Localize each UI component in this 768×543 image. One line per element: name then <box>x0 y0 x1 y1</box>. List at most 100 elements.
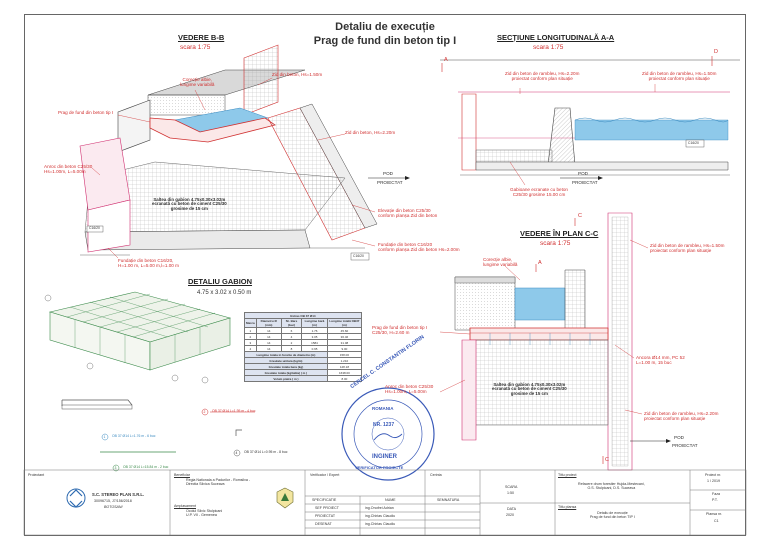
tb-proiect-nr: 1 / 2019 <box>707 479 720 483</box>
stamp-ing: INGINER <box>372 454 398 460</box>
section-aa-title: SECȚIUNE LONGITUDINALĂ A-A <box>497 33 615 42</box>
view-bb-artwork <box>79 44 410 261</box>
note-aa-zid-right: Zid din beton de rambleu, Hs=1.50m proie… <box>642 71 717 81</box>
page-title-line2: Prag de fund din beton tip I <box>313 35 457 47</box>
tb-scara-value: 1:50 <box>507 491 514 495</box>
table-cell: 8.00 <box>326 375 363 382</box>
c1620-label-bb-right: C16/20 <box>353 254 364 258</box>
tb-beneficiar-label: Beneficiar <box>174 473 190 477</box>
note-aa-gabion: Gabioane ecranate cu beton C25/30 grosim… <box>510 187 568 197</box>
section-aa-artwork <box>440 56 740 186</box>
table-header: Diametru Ø (mm) <box>255 318 282 328</box>
note-cc-ancora: Ancora Ø14 mm, PC 52 L=1.00 m, 15 buc <box>636 355 685 365</box>
bar3-number: 3 <box>114 465 117 470</box>
gabion-dims: 4.75 x 3.02 x 0.50 m <box>197 290 252 296</box>
tb-faza-label: Faza <box>712 492 720 496</box>
bar2-label: OB 37 Ø14 L=1.95 m - 4 buc <box>212 409 256 413</box>
note-cc-prag: Prag de fund din beton tip I C25/30, H=2… <box>372 325 428 335</box>
tb-name: ing.Chirias Claudiu <box>365 514 396 518</box>
plan-cc-scale: scara 1:75 <box>540 240 571 247</box>
tb-semnatura: SEMNATURA <box>437 498 460 502</box>
tb-faza: P.T. <box>712 498 718 502</box>
stamp-nr: NR. 1237 <box>373 422 395 428</box>
note-fundatie-right: Fundație din beton C16/20 conform planșa… <box>378 242 460 252</box>
stamp-bottom: VERIFICATOR PROIECTE <box>355 465 404 470</box>
tb-titlu-proiect: Refacere drum forestier Hujda-Mestecani,… <box>578 482 645 491</box>
tb-plansa: C1 <box>714 519 719 523</box>
page-title-line1: Detaliu de execuție <box>335 21 435 33</box>
note-prag: Prag de fund din beton tip I <box>58 110 114 115</box>
table-row: 4 14 8 0.95 9.00 <box>244 345 363 352</box>
tb-data-label: DATA <box>507 507 517 511</box>
note-saltea: Saltea din gabion 4.75x0.30x3.02m ecrana… <box>152 197 227 211</box>
bar2-number: 2 <box>203 409 206 414</box>
note-aa-zid-left: Zid din beton de rambleu, Hs=2.20m proie… <box>505 71 580 81</box>
bar3-label: OB 37 Ø14 L=15.84 m - 2 buc <box>123 465 169 469</box>
note-cc-zid-right: Zid din beton de rambleu, Hs=1.50m proie… <box>650 243 725 253</box>
note-fundatie-left: Fundație din beton C16/20, H=1.00 m, L=5… <box>118 258 179 268</box>
note-cc-corectie: Corecție albie, lungime variabilă <box>483 257 518 267</box>
tb-cerinta-label: Cerinta <box>430 473 442 477</box>
tb-city: BOTOSANI <box>104 505 123 509</box>
marker-d-aa: D <box>714 49 718 55</box>
tb-amplasament-label: Amplasament <box>174 504 196 508</box>
note-elevatie: Elevație din beton C25/30 conform planșa… <box>378 208 438 218</box>
tb-proiectant-label: Proiectant <box>28 473 45 477</box>
tb-name: ing.Chirias Claudiu <box>365 522 396 526</box>
note-zid-220: Zid din beton, Hs=2.20m <box>345 130 396 135</box>
gabion-rebar-table: Extras OB 37 Ø14 Marca Diametru Ø (mm) N… <box>244 312 363 382</box>
c1620-label-bb-left: C16/20 <box>89 226 100 230</box>
tb-amplasament: Ocolul Silvic Stulpicani U.P. VII - Geme… <box>186 509 223 518</box>
table-cell: Volum piatra ( m ) <box>244 375 328 382</box>
note-anrocament: Anroc din beton C25/30 Hs=1.00m, L=5.00m <box>44 164 93 174</box>
bar1-number: 1 <box>103 434 106 439</box>
pod-label-cc: POD <box>674 435 684 440</box>
engineer-stamp <box>341 387 435 481</box>
table-header: Lungime bară (m) <box>301 318 328 328</box>
marker-c-top: C <box>578 213 582 219</box>
c1620-label-aa: C16/20 <box>688 141 699 145</box>
proiectat-label-cc: PROIECTAT <box>672 443 698 448</box>
tb-scara-label: SCARA <box>505 485 518 489</box>
bar4-number: 4 <box>235 450 238 455</box>
bar4-label: OB 37 Ø14 L=0.95 m - 8 buc <box>244 450 288 454</box>
tb-data-value: 2020 <box>506 513 514 517</box>
table-header: Marca <box>244 318 257 328</box>
note-cc-saltea: Saltea din gabion 4.75x0.30x3.02m ecrana… <box>492 382 567 396</box>
company-logo <box>66 488 86 508</box>
stamp-middle: ROMANIA <box>372 406 394 411</box>
note-corectie-albie: Corecție albie, lungime variabilă <box>180 77 215 87</box>
title-block-grid <box>23 469 747 536</box>
tb-beneficiar: Regia Nationala a Padurilor - Romsilva -… <box>186 478 251 487</box>
tb-verificator-label: Verificator / Expert <box>310 473 340 477</box>
plan-cc-artwork <box>439 212 671 471</box>
marker-c-bottom: C <box>605 457 609 463</box>
tb-name: ing.Onofrei Adrian <box>365 506 394 510</box>
tb-company-code: 30096715, J7/156/2018 <box>94 499 132 503</box>
table-summary-row: Volum piatra ( m )8.00 <box>244 375 363 382</box>
gabion-title: DETALIU GABION <box>188 277 253 286</box>
table-header: Lungime totală OB37 (m) <box>326 318 363 328</box>
tb-plansa-label: Plansa nr. <box>706 512 722 516</box>
note-cc-anroc: Anroc din beton C25/30 Hs=1.00m, L=5.00m <box>385 384 434 394</box>
tb-specificatie: SPECIFICATIE <box>312 498 337 502</box>
tb-role: PROIECTAT <box>315 514 336 518</box>
tb-company: S.C. STEREO PLAN S.R.L. <box>92 492 145 497</box>
tb-role: DESENAT <box>315 522 332 526</box>
tb-titlu-plansa: Detaliu de execuție Prag de fund din bet… <box>590 511 635 520</box>
table-header: Nr. Bare (buc) <box>280 318 303 328</box>
pod-label-aa: POD <box>578 171 588 176</box>
marker-a-cc: A <box>538 260 542 266</box>
proiectat-label-aa: PROIECTAT <box>572 180 598 185</box>
section-aa-scale: scara 1:75 <box>533 44 564 51</box>
view-bb-title: VEDERE B-B <box>178 33 225 42</box>
note-cc-zid-bottom: Zid din beton de rambleu, Hs=2.20m proie… <box>644 411 719 421</box>
view-bb-scale: scara 1:75 <box>180 44 211 51</box>
gabion-artwork <box>44 291 255 472</box>
proiectat-label-bb: PROIECTAT <box>377 180 403 185</box>
tb-role: SEF PROIECT <box>315 506 339 510</box>
tb-titlu-proiect-label: Titlu proiect <box>558 473 577 477</box>
drawing-sheet <box>24 14 746 536</box>
marker-a-aa: A <box>444 57 448 63</box>
